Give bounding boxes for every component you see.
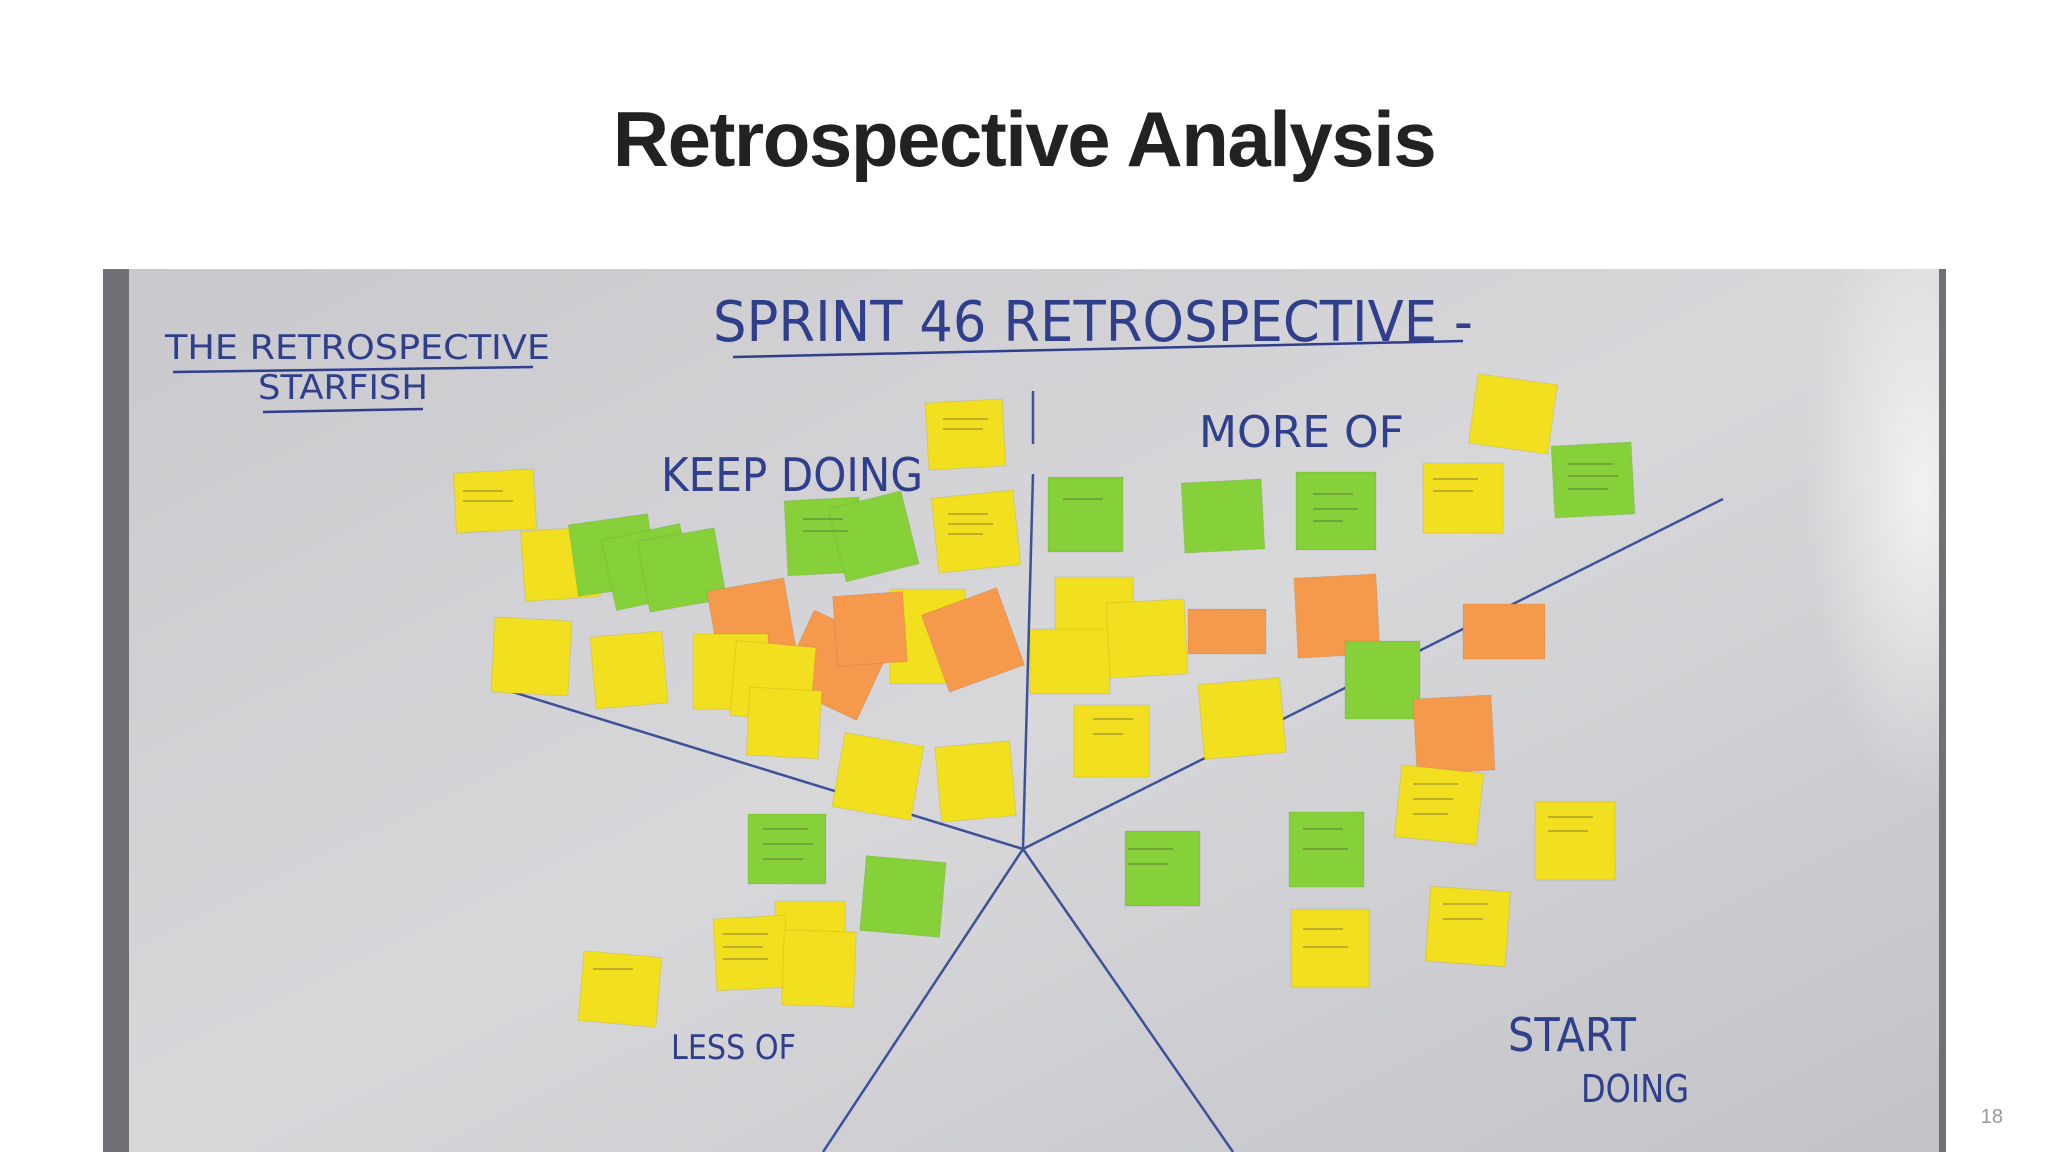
sticky-notes [452,373,1636,1028]
label-more-of: MORE OF [1199,407,1404,458]
whiteboard-image: SPRINT 46 RETROSPECTIVE - THE RETROSPECT… [103,269,1946,1152]
whiteboard-photo: SPRINT 46 RETROSPECTIVE - THE RETROSPECT… [103,269,1946,1152]
board-glare [1603,269,1939,1152]
page-number: 18 [1980,1106,2003,1128]
board-side-note-line2: STARFISH [258,368,428,408]
board-heading: SPRINT 46 RETROSPECTIVE - [713,290,1473,355]
label-start-doing-line1: START [1508,1008,1637,1062]
board-side-note-line1: THE RETROSPECTIVE [164,328,550,368]
label-keep-doing: KEEP DOING [661,448,923,502]
label-less-of: LESS OF [671,1028,796,1068]
label-start-doing-line2: DOING [1581,1067,1689,1111]
underlines [172,339,1464,414]
slide-title: Retrospective Analysis [612,95,1437,183]
